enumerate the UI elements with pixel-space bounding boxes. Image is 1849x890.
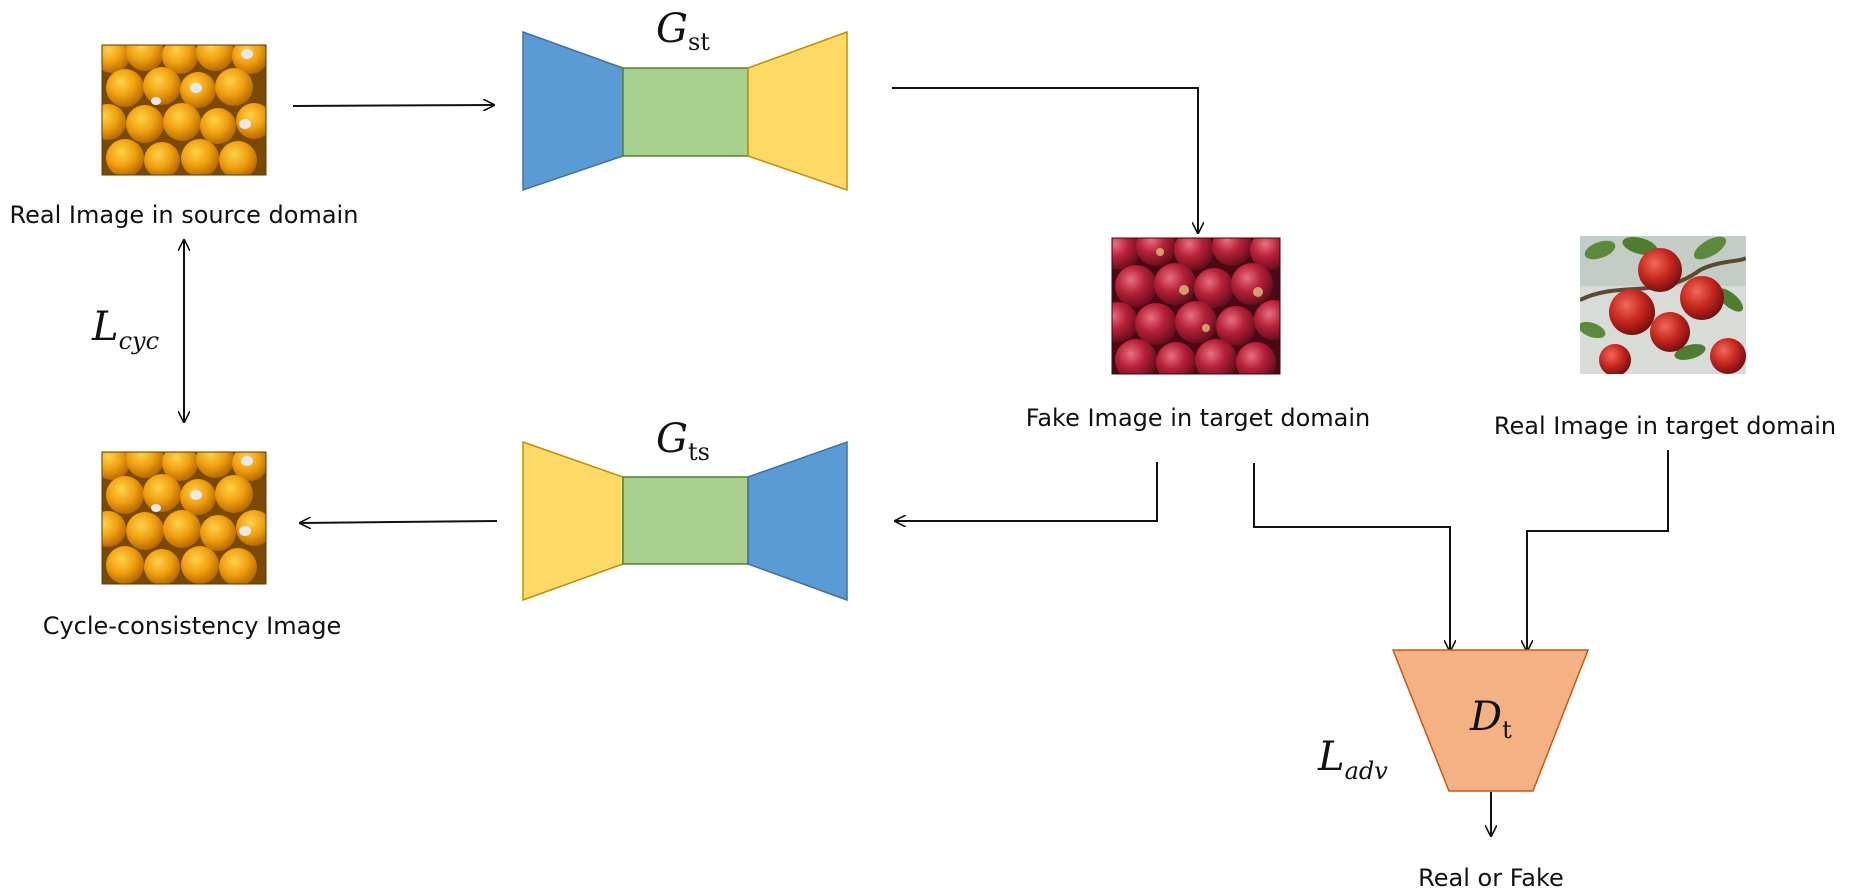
bottleneck-block [622,67,749,157]
decoder-block [522,440,624,602]
generator-ts-symbol: Gts [656,416,710,466]
arrow-source-to-gst [292,105,494,106]
bottleneck-block [622,476,749,565]
generator-st-symbol: Gst [656,6,710,56]
real-source-label: Real Image in source domain [10,201,359,229]
real-or-fake-label: Real or Fake [1418,864,1564,890]
apples-pile-image [1112,238,1280,374]
apples-on-tree-image [1580,236,1746,374]
cycle-loss-symbol: Lcyc [91,304,159,355]
discriminator-block [1391,649,1590,792]
generator-st [522,30,848,192]
discriminator-symbol: Dt [1469,694,1512,744]
decoder-block [747,30,848,192]
arrow-gst-to-fake [892,87,1198,233]
arrow-fake-to-gts [895,462,1158,521]
real-target-label: Real Image in target domain [1494,412,1836,440]
generator-ts [522,440,848,602]
arrow-fake-to-discriminator [1253,463,1450,651]
fake-target-label: Fake Image in target domain [1026,404,1371,432]
oranges-image [102,452,266,584]
adversarial-loss-symbol: Ladv [1317,734,1388,785]
encoder-block [522,30,624,192]
encoder-block [747,440,848,602]
oranges-image [102,45,266,175]
arrow-real-to-discriminator [1527,450,1669,651]
cycle-image-label: Cycle-consistency Image [43,612,342,640]
arrow-gts-to-cycle [300,521,498,523]
